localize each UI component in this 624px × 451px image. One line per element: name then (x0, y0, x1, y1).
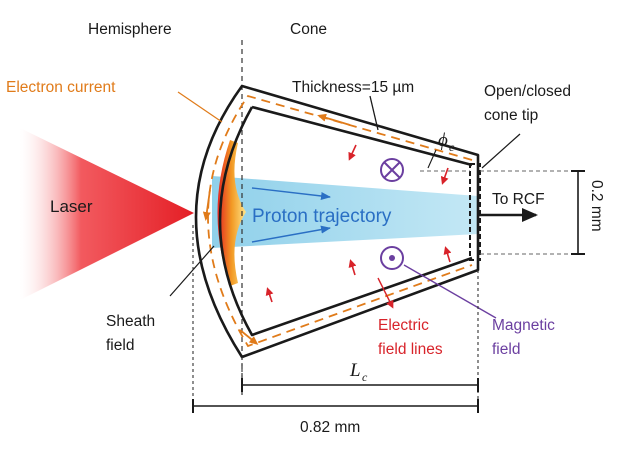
electron-current-arrow-3 (239, 329, 259, 345)
height-dimension-label: 0.2 mm (588, 180, 605, 232)
open-closed-leader (481, 133, 521, 169)
target-outer-wall (194, 84, 480, 359)
electric-field-label-line2: field lines (378, 341, 443, 358)
electric-field-arrow (440, 167, 449, 185)
electric-field-arrow (348, 259, 357, 276)
thickness-leader (369, 95, 379, 131)
sheath-label-line2: field (106, 337, 134, 354)
thickness-label: Thickness=15 µm (292, 79, 414, 96)
phi-c-subscript: c (449, 140, 455, 154)
phi-leader (427, 149, 437, 169)
to-rcf-label: To RCF (492, 191, 545, 208)
sheath-leader (169, 245, 215, 297)
cone-label: Cone (290, 21, 327, 38)
electric-field-arrow (443, 246, 452, 263)
lc-subscript: c (362, 370, 368, 384)
phi-c-symbol: ϕ (438, 130, 448, 151)
proton-arrow-lower (251, 225, 331, 243)
target-inner-wall (218, 105, 473, 337)
sheath-label-line1: Sheath (106, 313, 155, 330)
total-width-label: 0.82 mm (300, 419, 360, 436)
magnetic-field-leader (403, 264, 497, 319)
electron-current-leader (177, 91, 223, 123)
hemisphere-label: Hemisphere (88, 21, 172, 38)
electron-current-arrow-2 (202, 189, 211, 221)
open-closed-label-line1: Open/closed (484, 83, 571, 100)
electric-field-arrow (348, 144, 357, 161)
laser-beam (20, 128, 194, 300)
electric-field-arrow (377, 277, 394, 309)
electric-field-label-line1: Electric (378, 317, 429, 334)
magnetic-field-label-line1: Magnetic (492, 317, 555, 334)
cone-tip-dashed (469, 163, 481, 261)
electric-field-arrow (265, 287, 274, 303)
proton-beam (212, 176, 478, 248)
electron-current-label: Electron current (6, 79, 116, 96)
open-closed-label-line2: cone tip (484, 107, 538, 124)
magnetic-field-out-of-page-icon (380, 246, 404, 270)
electron-current-arrow-1 (317, 113, 351, 126)
proton-arrow-upper (251, 187, 331, 200)
magnetic-field-into-page-icon (380, 158, 404, 182)
proton-trajectory-label: Proton trajectory (252, 206, 392, 227)
magnetic-field-label-line2: field (492, 341, 520, 358)
laser-label: Laser (50, 197, 93, 216)
lc-symbol: L (349, 360, 361, 381)
